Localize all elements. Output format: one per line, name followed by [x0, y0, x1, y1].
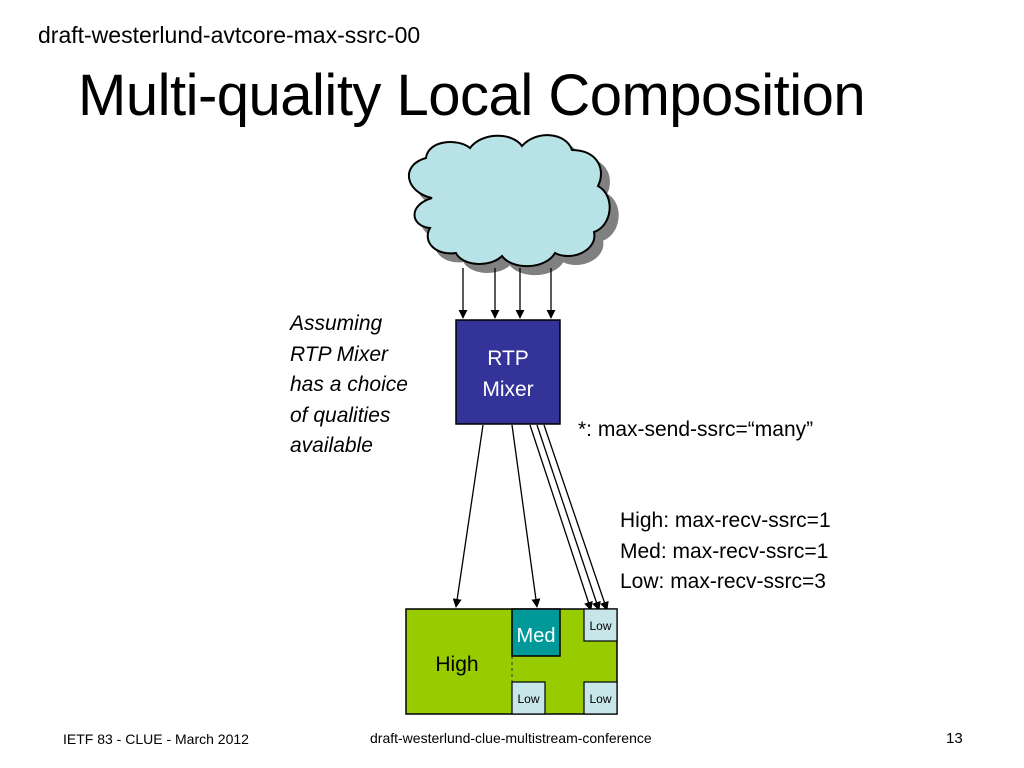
- network-cloud-icon: [408, 134, 619, 276]
- max-send-ssrc-label: *: max-send-ssrc=“many”: [578, 418, 814, 441]
- med-quality-label: Med: [517, 625, 556, 647]
- low-quality-label: Low: [517, 692, 539, 706]
- low-quality-region: [583, 608, 618, 642]
- note-line: of qualities: [290, 403, 391, 427]
- low-stream-arrow: [536, 424, 601, 611]
- composed-screen: High Med Low Low Low: [405, 608, 618, 715]
- mixer-label-line1: RTP: [487, 347, 529, 370]
- mixer-assumption-note: Assuming RTP Mixer has a choice of quali…: [290, 309, 450, 462]
- cloud-to-mixer-arrows: [458, 268, 556, 319]
- note-line: Assuming: [290, 312, 383, 335]
- low-stream-arrow: [543, 424, 609, 611]
- footer-draft: draft-westerlund-clue-multistream-confer…: [370, 730, 652, 746]
- max-recv-ssrc-list: High: max-recv-ssrc=1 Med: max-recv-ssrc…: [620, 506, 831, 598]
- recv-line-med: Med: max-recv-ssrc=1: [620, 539, 829, 563]
- low-quality-label: Low: [589, 619, 611, 633]
- low-quality-region: [511, 681, 546, 715]
- note-line: available: [290, 434, 373, 457]
- recv-line-low: Low: max-recv-ssrc=3: [620, 570, 826, 593]
- note-line: has a choice: [290, 373, 408, 396]
- low-quality-region: [583, 681, 618, 715]
- slide-title: Multi-quality Local Composition: [78, 63, 866, 128]
- note-line: RTP Mixer: [290, 342, 389, 366]
- recv-line-high: High: max-recv-ssrc=1: [620, 509, 831, 532]
- med-stream-arrow: [511, 424, 541, 608]
- high-quality-label: High: [435, 653, 478, 676]
- footer-event: IETF 83 - CLUE - March 2012: [63, 731, 249, 747]
- rtp-mixer-box: RTP Mixer: [455, 319, 561, 425]
- high-stream-arrow: [452, 424, 484, 608]
- draft-identifier: draft-westerlund-avtcore-max-ssrc-00: [38, 22, 421, 48]
- low-stream-arrow: [529, 424, 593, 611]
- low-quality-label: Low: [589, 692, 611, 706]
- med-quality-region: [511, 608, 561, 657]
- mixer-label-line2: Mixer: [482, 378, 533, 401]
- page-number: 13: [946, 730, 963, 747]
- mixer-to-screen-arrows: [452, 424, 609, 611]
